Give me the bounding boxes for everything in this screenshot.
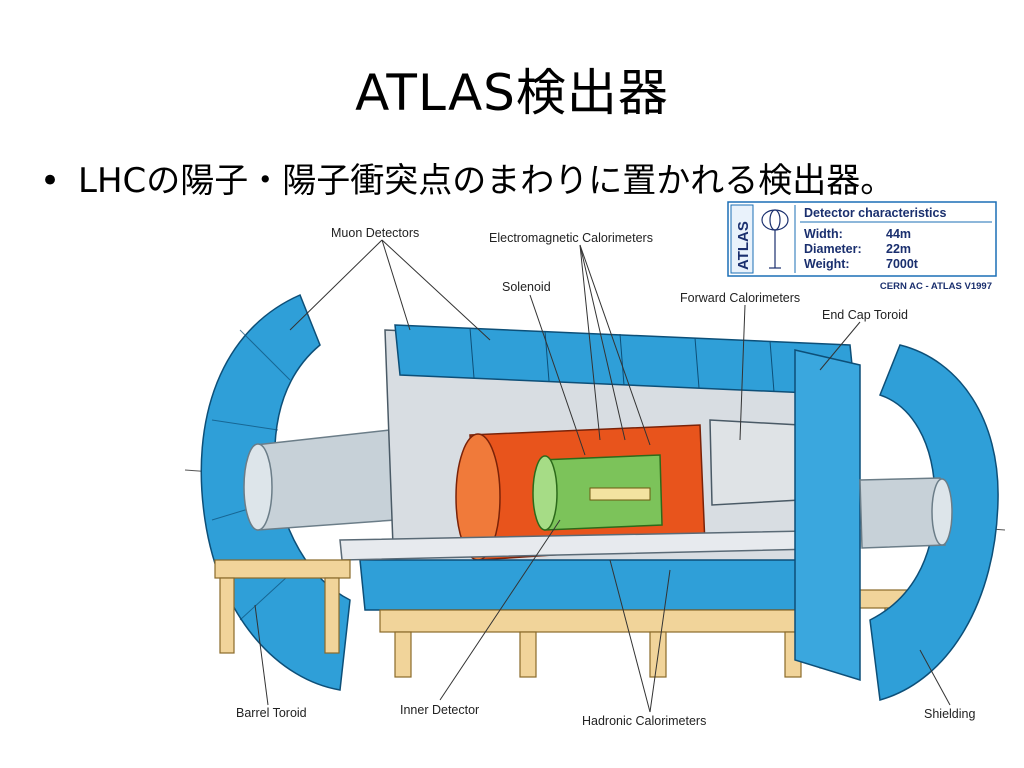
width-value: 44m [886,227,911,241]
label-hadronic-calorimeters: Hadronic Calorimeters [582,714,706,728]
label-em-calorimeters: Electromagnetic Calorimeters [489,231,653,245]
label-muon-detectors: Muon Detectors [331,226,419,240]
bullet-text: LHCの陽子・陽子衝突点のまわりに置かれる検出器。 [78,161,895,201]
width-label: Width: [804,227,843,241]
label-solenoid: Solenoid [502,280,551,294]
left-shielding-cylinder [254,429,396,531]
atlas-logo-text: ATLAS [735,221,752,270]
forward-calorimeter-block [709,419,801,506]
characteristics-heading: Detector characteristics [804,206,946,220]
leader-lines [254,239,951,713]
credit-text: CERN AC - ATLAS V1997 [880,281,992,292]
label-inner-detector: Inner Detector [400,703,479,717]
inner-detector-face [532,455,558,531]
label-end-cap-toroid: End Cap Toroid [822,308,908,322]
label-shielding: Shielding [924,707,975,721]
characteristics-box: ATLAS Detector characteristics Width: 44… [727,201,997,292]
diameter-label: Diameter: [804,242,862,256]
left-cylinder-face [243,443,273,531]
right-shielding-plug [859,477,946,549]
bullet-dot: • [40,161,61,201]
lower-muon-chambers [359,559,851,611]
right-end-cap-disk [794,349,861,682]
diameter-value: 22m [886,242,911,256]
label-barrel-toroid: Barrel Toroid [236,706,307,720]
label-forward-calorimeters: Forward Calorimeters [680,291,800,305]
beam-pipe-core [589,487,651,501]
slide-title: ATLAS検出器 [355,64,669,122]
atlas-logo-icon [761,209,789,269]
right-plug-face [931,478,953,546]
weight-label: Weight: [804,257,850,271]
weight-value: 7000t [886,257,919,271]
